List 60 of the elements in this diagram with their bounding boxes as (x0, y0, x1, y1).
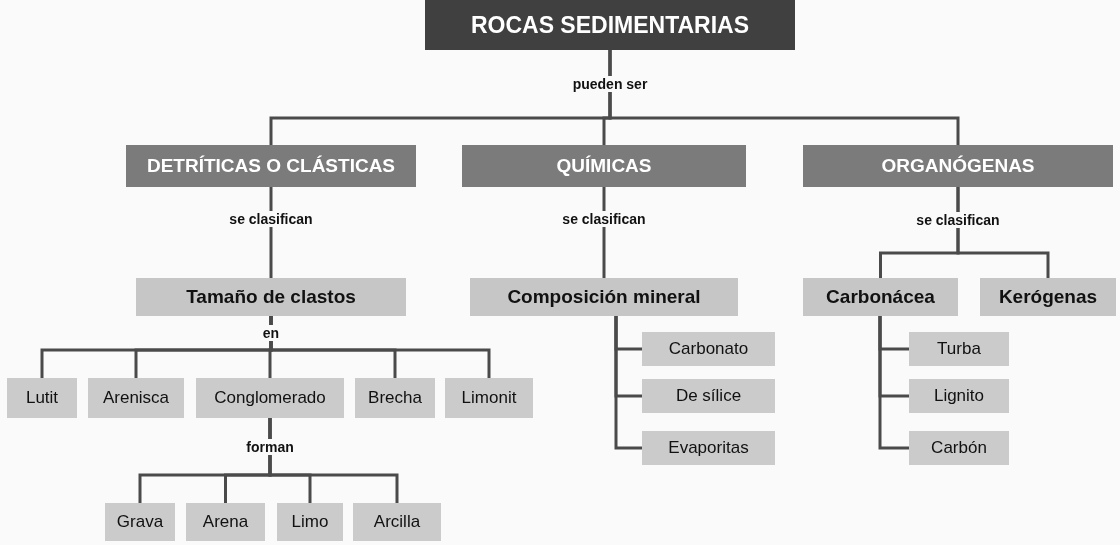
node-label: Carbón (931, 438, 987, 458)
edge-label: se clasifican (227, 210, 315, 227)
category-box (196, 378, 344, 418)
connector-line (956, 187, 1050, 278)
category-box (355, 378, 435, 418)
category-box (642, 431, 775, 465)
node-label: Limonit (461, 388, 517, 408)
node-label: Evaporitas (668, 438, 749, 458)
category-box (470, 278, 738, 316)
category-box (909, 431, 1009, 465)
category-box (7, 378, 77, 418)
category-box (277, 503, 343, 541)
node-label: Grava (116, 512, 164, 532)
node-label: Tamaño de clastos (186, 286, 356, 308)
node-label: Kerógenas (998, 286, 1098, 308)
edge-label: pueden ser (570, 76, 650, 92)
edge-label: en (260, 325, 282, 341)
connector-line (878, 316, 909, 450)
connector-line (269, 316, 491, 378)
node-label: Conglomerado (214, 388, 326, 408)
category-box (105, 503, 175, 541)
node-label: ORGANÓGENAS (881, 155, 1035, 177)
node-label: De sílice (675, 386, 742, 406)
connector-line (269, 187, 273, 278)
node-label: Carbonácea (826, 286, 935, 308)
node-label: Lutit (25, 388, 59, 408)
category-box (909, 379, 1009, 413)
node-label: QUÍMICAS (556, 155, 652, 177)
node-label: Composición mineral (507, 286, 701, 308)
edge-label: se clasifican (560, 210, 648, 227)
connector-line (268, 418, 399, 503)
node-label: ROCAS SEDIMENTARIAS (470, 11, 750, 39)
node-label: Lignito (933, 386, 985, 406)
category-box (642, 379, 775, 413)
edge-label: se clasifican (914, 212, 1002, 228)
node-label: Turba (937, 339, 981, 359)
node-label: Arena (202, 512, 249, 532)
node-label: Limo (291, 512, 329, 532)
category-box (803, 278, 958, 316)
category-box (803, 145, 1113, 187)
node-label: Brecha (368, 388, 422, 408)
category-box (186, 503, 265, 541)
category-box (445, 378, 533, 418)
node-label: DETRÍTICAS O CLÁSTICAS (146, 155, 396, 177)
category-box (126, 145, 416, 187)
category-box (136, 278, 406, 316)
connector-line (614, 316, 642, 450)
connector-line (602, 187, 606, 278)
edge-label: forman (244, 438, 296, 455)
connector-line (608, 50, 960, 145)
category-box (909, 332, 1009, 366)
node-label: Arcilla (373, 512, 421, 532)
category-box (88, 378, 184, 418)
category-box (642, 332, 775, 366)
category-box (425, 0, 795, 50)
node-label: Carbonato (668, 339, 749, 359)
category-box (980, 278, 1116, 316)
node-label: Arenisca (102, 388, 170, 408)
category-box (353, 503, 441, 541)
category-box (462, 145, 746, 187)
